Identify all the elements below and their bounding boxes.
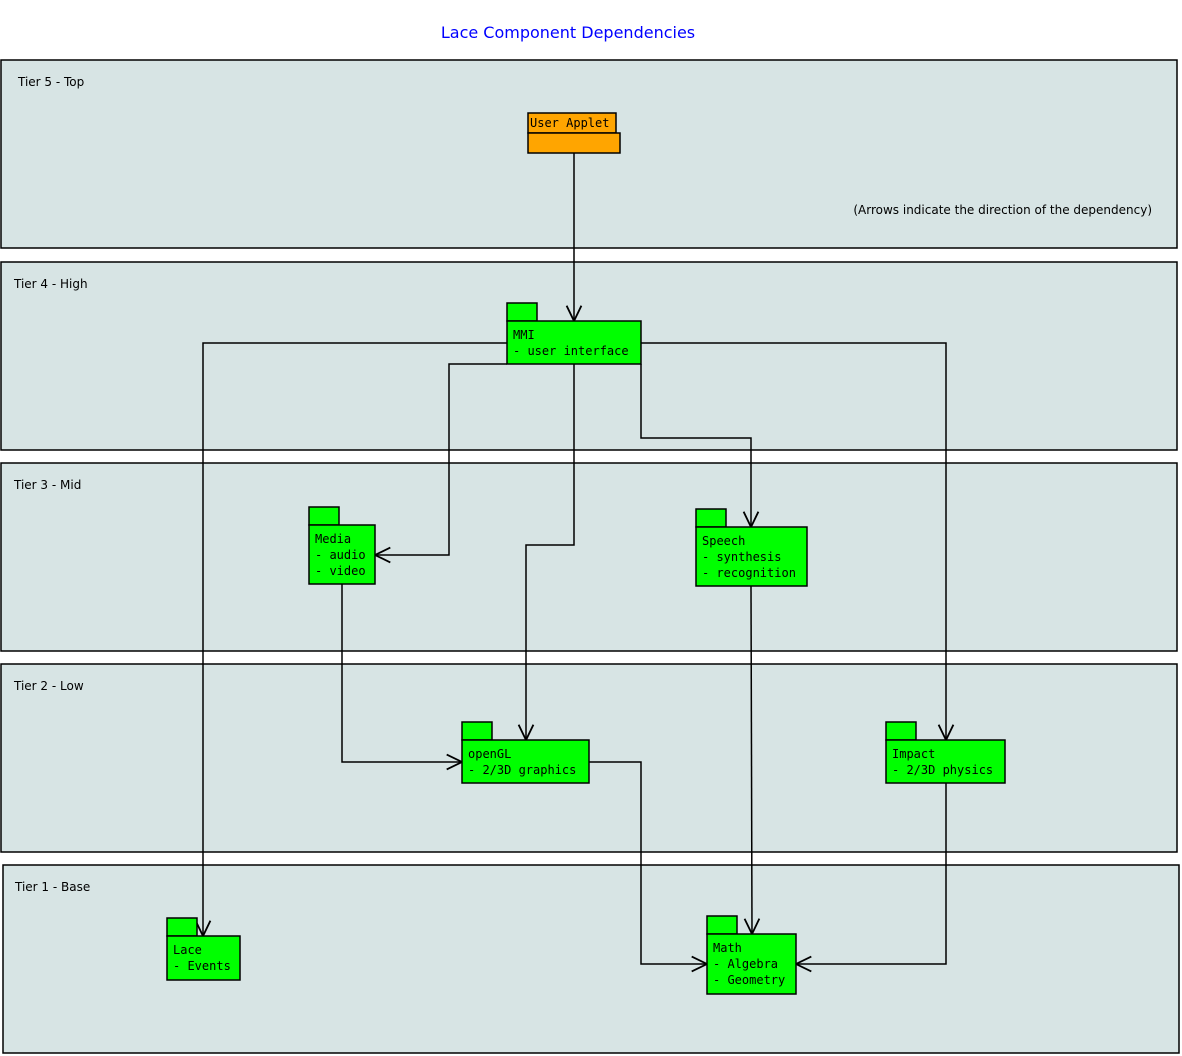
package-body [166, 935, 241, 981]
dependency-line [525, 364, 575, 740]
package-feature: - 2/3D graphics [468, 763, 576, 777]
package-feature: - synthesis [702, 550, 781, 564]
package-tab [695, 508, 727, 528]
package-impact[interactable]: Impact - 2/3D physics [885, 721, 1006, 784]
package-tab [706, 915, 738, 935]
tier-box [0, 462, 1178, 652]
package-feature: - audio [315, 548, 366, 562]
package-feature: - Events [173, 959, 231, 973]
dependency-line [202, 342, 507, 936]
package-tab [506, 302, 538, 322]
dependency-line [796, 783, 947, 965]
dependency-line [640, 364, 752, 527]
package-body [706, 933, 797, 995]
tier-t5: Tier 5 - Top [0, 59, 1178, 249]
package-tab [885, 721, 917, 741]
tier-label: Tier 4 - High [13, 277, 88, 291]
dependency-line [589, 761, 707, 965]
diagram-title: Lace Component Dependencies [441, 23, 695, 42]
package-body [461, 739, 590, 784]
package-math[interactable]: Math - Algebra - Geometry [706, 915, 797, 995]
package-opengl[interactable]: openGL - 2/3D graphics [461, 721, 590, 784]
package-tab [461, 721, 493, 741]
package-name: Speech [702, 534, 745, 548]
package-body [885, 739, 1006, 784]
direction-note: (Arrows indicate the direction of the de… [853, 203, 1152, 217]
package-name: MMI [513, 328, 535, 342]
package-name: Math [713, 941, 742, 955]
package-body [527, 132, 621, 154]
package-feature: - user interface [513, 344, 629, 358]
package-tab [308, 506, 340, 526]
dependency-line [341, 584, 462, 763]
tier-t3: Tier 3 - Mid [0, 462, 1178, 652]
package-feature: - video [315, 564, 366, 578]
tier-box [0, 59, 1178, 249]
tier-t4: Tier 4 - High [0, 261, 1178, 451]
tier-label: Tier 2 - Low [13, 679, 84, 693]
dependency-line [641, 342, 947, 740]
package-lace[interactable]: Lace - Events [166, 917, 241, 981]
tier-label: Tier 1 - Base [14, 880, 90, 894]
package-name: openGL [468, 747, 511, 761]
dependency-line [750, 585, 753, 935]
package-feature: - Algebra [713, 957, 778, 971]
package-body [308, 524, 376, 585]
package-body [695, 526, 808, 587]
package-feature: - Geometry [713, 973, 785, 987]
package-tab [166, 917, 198, 937]
package-feature: - 2/3D physics [892, 763, 993, 777]
package-name: Impact [892, 747, 935, 761]
package-body [506, 320, 642, 365]
package-feature: - recognition [702, 566, 796, 580]
package-media[interactable]: Media - audio - video [308, 506, 376, 585]
tier-label: Tier 3 - Mid [13, 478, 81, 492]
package-name: Media [315, 532, 351, 546]
package-mmi[interactable]: MMI - user interface [506, 302, 642, 365]
package-name: User Applet [530, 116, 609, 130]
dependency-edges [194, 153, 955, 973]
package-name: Lace [173, 943, 202, 957]
tier-label: Tier 5 - Top [17, 75, 84, 89]
package-speech[interactable]: Speech - synthesis - recognition [695, 508, 808, 587]
dependency-line [375, 363, 507, 556]
package-applet[interactable]: User Applet [527, 112, 621, 154]
